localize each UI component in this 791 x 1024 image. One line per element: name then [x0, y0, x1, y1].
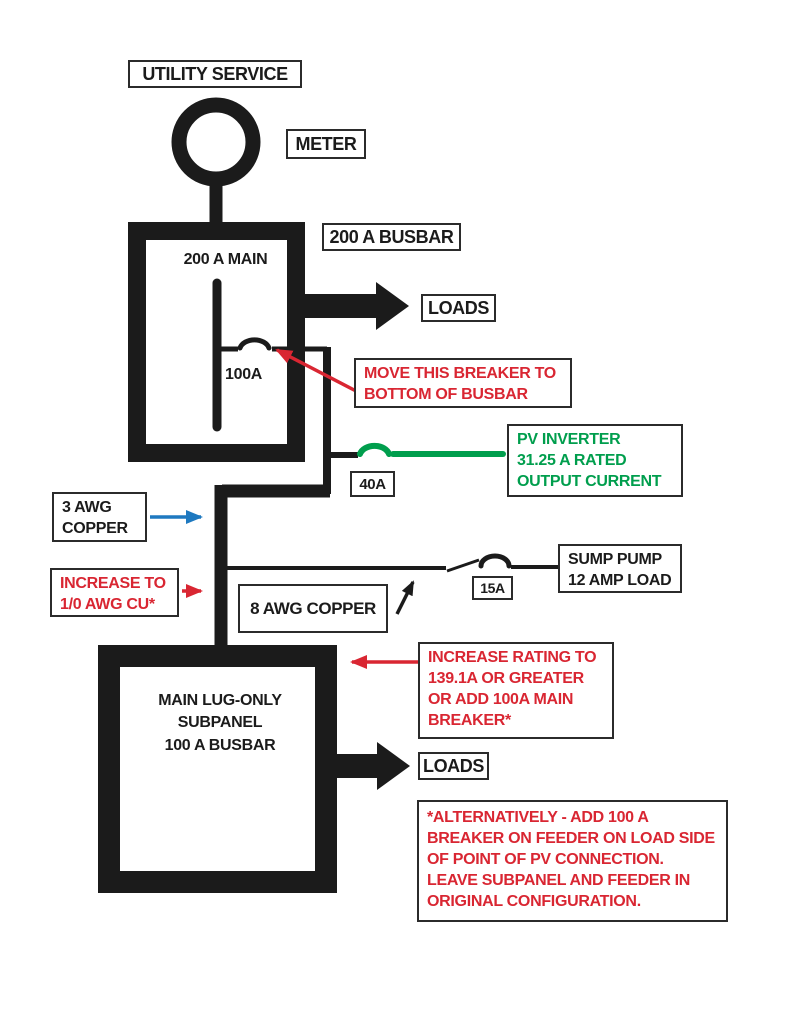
utility-service-label: UTILITY SERVICE — [128, 60, 302, 88]
loads-top-label: LOADS — [421, 294, 496, 322]
loads-arrow-top-shaft — [300, 294, 377, 318]
awg8-arrow — [395, 580, 415, 615]
subpanel-label: MAIN LUG-ONLY SUBPANEL 100 A BUSBAR — [158, 692, 282, 754]
breaker-40a-label: 40A — [350, 471, 395, 497]
loads-arrow-bottom-head — [377, 742, 410, 790]
breaker-100a-arc — [237, 337, 272, 351]
move-breaker-arrow — [275, 348, 357, 393]
alternative-note: *ALTERNATIVELY - ADD 100 A BREAKER ON FE… — [417, 800, 728, 922]
loads-bottom-label: LOADS — [418, 752, 489, 780]
increase-cu-note: INCREASE TO 1/0 AWG CU* — [50, 568, 179, 617]
wire-3awg-label: 3 AWG COPPER — [52, 492, 147, 542]
main-panel-label: 200 A MAIN — [183, 251, 268, 268]
switch-blade — [446, 558, 480, 573]
breaker-100a-label: 100A — [225, 366, 263, 383]
subpanel-box — [98, 645, 337, 893]
meter-label: METER — [286, 129, 366, 159]
pv-inverter-note: PV INVERTER 31.25 A RATED OUTPUT CURRENT — [507, 424, 683, 497]
loads-arrow-bottom-shaft — [333, 754, 377, 778]
sump-pump-label: SUMP PUMP 12 AMP LOAD — [558, 544, 682, 593]
increase-rating-note: INCREASE RATING TO 139.1A OR GREATER OR … — [418, 642, 614, 739]
wire-8awg-label: 8 AWG COPPER — [238, 584, 388, 633]
breaker-15a-arc — [478, 553, 512, 569]
breaker-40a-arc — [357, 442, 392, 457]
loads-arrow-top-head — [376, 282, 409, 330]
busbar-200a-label: 200 A BUSBAR — [322, 223, 461, 251]
meter-symbol — [171, 97, 261, 187]
breaker-15a-label: 15A — [472, 576, 513, 600]
move-breaker-note: MOVE THIS BREAKER TO BOTTOM OF BUSBAR — [354, 358, 572, 408]
